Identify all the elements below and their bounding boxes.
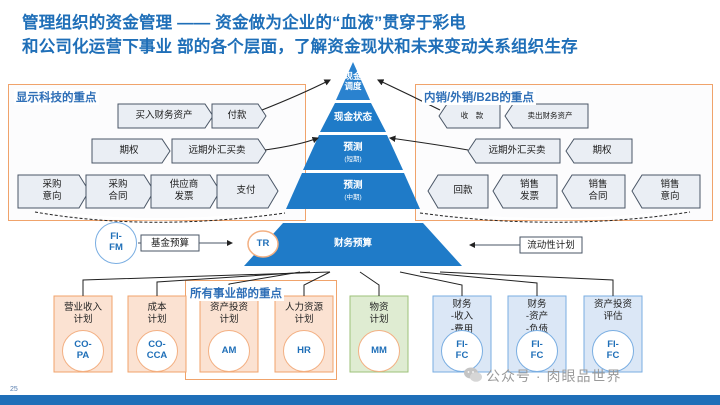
buy-assets-shape xyxy=(117,103,214,129)
collection-shape xyxy=(427,174,489,209)
forecast-short-label: 预测 (短期) xyxy=(313,142,393,165)
left-panel-title: 显示科技的重点 xyxy=(14,89,99,105)
right-panel-title: 内销/外销/B2B的重点 xyxy=(422,89,536,105)
supplier-invoice-shape xyxy=(150,174,221,209)
receipt-shape xyxy=(438,103,501,129)
tr-circle xyxy=(247,230,279,258)
card-module-circle: CO- CCA xyxy=(136,330,178,372)
fi-fm-circle: FI- FM xyxy=(95,222,137,264)
slide-title-line-2: 和公司化运营下事业 部的各个层面，了解资金现状和未来变动关系组织生存 xyxy=(22,38,578,56)
options-shape-left xyxy=(91,138,171,164)
card-module-circle: FI- FC xyxy=(592,330,634,372)
collection-label: 回款 xyxy=(453,185,473,196)
card-module-circle: CO- PA xyxy=(62,330,104,372)
sales-invoice-label: 销售 发票 xyxy=(519,179,539,202)
purchase-intent-shape xyxy=(17,174,90,209)
card-module-circle: HR xyxy=(283,330,325,372)
wechat-icon xyxy=(464,367,482,382)
forward-fx-label-left: 远期外汇买卖 xyxy=(188,145,246,156)
pyramid-top xyxy=(336,62,370,100)
options-label-right: 期权 xyxy=(592,145,612,156)
card-label: 营业收入 计划 xyxy=(63,302,102,326)
forward-fx-shape-left xyxy=(171,138,267,164)
card-label: 财务 -资产 -负债 xyxy=(525,299,549,335)
forecast-mid-sub: (中期) xyxy=(344,194,362,202)
liquidity-plan-label: 流动性计划 xyxy=(527,240,575,251)
card-module-circle: MM xyxy=(358,330,400,372)
forecast-short-title: 预测 xyxy=(343,142,363,153)
sell-assets-label: 卖出财务资产 xyxy=(527,111,573,120)
forecast-mid-label: 预测 (中期) xyxy=(313,180,393,203)
sales-invoice-shape xyxy=(492,174,558,209)
sales-intent-shape xyxy=(631,174,701,209)
card-module-circle: AM xyxy=(208,330,250,372)
card-label: 成本 计划 xyxy=(147,302,167,326)
pyramid-top-label: 现金 调度 xyxy=(333,71,373,91)
slide-title-line-1: 管理组织的资金管理 —— 资金做为企业的“血液”贯穿于彩电 xyxy=(22,14,466,32)
options-shape-right xyxy=(565,138,633,164)
sales-contract-shape xyxy=(561,174,626,209)
pyramid-base xyxy=(244,223,462,266)
footer-bar xyxy=(0,395,720,405)
payment-label: 付款 xyxy=(227,110,247,121)
purchase-contract-shape xyxy=(85,174,155,209)
forward-fx-label-right: 远期外汇买卖 xyxy=(488,145,546,156)
card-label: 资产投资 评估 xyxy=(593,299,632,323)
basic-budget-label: 基金预算 xyxy=(150,238,189,249)
pyramid-cash-status xyxy=(320,103,386,132)
options-label-left: 期权 xyxy=(119,145,139,156)
card-label: 人力资源 计划 xyxy=(284,302,323,326)
payment-shape xyxy=(211,103,267,129)
tr-label: TR xyxy=(256,238,270,249)
pyramid-top-line1: 现金 xyxy=(344,71,362,81)
pyramid-top-line2: 调度 xyxy=(344,81,362,92)
purchase-contract-label: 采购 合同 xyxy=(108,179,128,202)
payout-shape xyxy=(216,174,279,209)
basic-budget-box xyxy=(140,234,200,252)
page-number: 25 xyxy=(10,386,18,393)
forecast-mid-title: 预测 xyxy=(343,180,363,191)
cash-status-label: 现金状态 xyxy=(333,112,372,123)
receipt-label: 收 款 xyxy=(460,111,484,120)
watermark: 公众号 · 肉眼品世界 xyxy=(486,368,622,384)
card-label: 资产投资 计划 xyxy=(209,302,248,326)
financial-budget-label: 财务预算 xyxy=(333,238,372,249)
card-module-circle: FI- FC xyxy=(441,330,483,372)
card-module-circle: FI- FC xyxy=(516,330,558,372)
liquidity-plan-box xyxy=(519,236,583,254)
sales-intent-label: 销售 意向 xyxy=(660,179,680,202)
sales-contract-label: 销售 合同 xyxy=(588,179,608,202)
supplier-invoice-label: 供应商 发票 xyxy=(169,179,199,202)
purchase-intent-label: 采购 意向 xyxy=(42,179,62,202)
buy-assets-label: 买入财务资产 xyxy=(135,110,193,121)
all-units-title: 所有事业部的重点 xyxy=(188,285,284,301)
forecast-short-sub: (短期) xyxy=(344,156,362,164)
pyramid-forecast-short xyxy=(303,135,403,170)
pyramid-forecast-mid xyxy=(286,173,420,209)
forward-fx-shape-right xyxy=(467,138,561,164)
payout-label: 支付 xyxy=(236,185,256,196)
card-label: 物资 计划 xyxy=(369,302,389,326)
sell-assets-shape xyxy=(504,103,589,129)
card-label: 财务 -收入 -费用 xyxy=(450,299,474,335)
